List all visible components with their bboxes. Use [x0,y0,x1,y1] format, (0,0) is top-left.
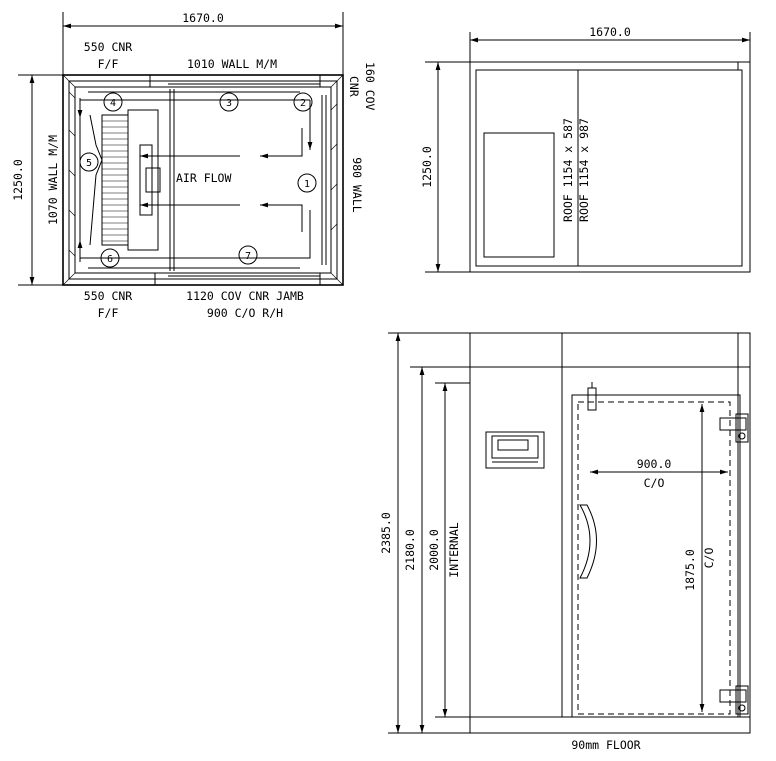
door-height-label: 1875.0 [683,549,697,591]
door-height-dimension: 1875.0 C/O [683,404,716,712]
evaporator-fan-motor [139,144,153,216]
plan-width-dimension: 1670.0 [62,11,344,75]
plan-view: 1670.0 550 CNR F/F 1010 WALL M/M 160 COV… [11,11,377,320]
door-width-label: 900.0 [637,457,672,471]
internal-height-label: 2000.0 [427,529,441,571]
elevation-outline [469,332,751,734]
roof-panel-b-label: ROOF 1154 x 987 [577,118,591,222]
door-height-co-label: C/O [702,548,716,569]
svg-text:5: 5 [86,158,92,169]
corner-hatching [62,74,344,286]
left-wall-label: 1070 WALL M/M [46,135,60,225]
roof-view: 1670.0 1250.0 ROOF 1154 x 587 ROOF 1154 … [420,25,751,273]
door-width-co-label: C/O [644,476,665,490]
evaporator-coil [101,114,129,246]
door-hinge-top [719,413,749,443]
internal-label: INTERNAL [447,522,461,577]
plan-depth-dimension: 1250.0 [11,74,70,286]
airflow-arrows [77,99,313,259]
marker-4: 4 [103,92,123,112]
evaporator-housing [127,109,159,251]
marker-5: 5 [79,152,99,172]
coil-fins [102,120,128,242]
roof-depth-dimension: 1250.0 [420,61,470,273]
overall-height-label: 2385.0 [379,512,393,554]
door-clear-opening [577,401,731,715]
corner-top-left-label: 550 CNR [84,40,133,54]
door-latch [587,382,597,411]
roof-depth-label: 1250.0 [420,146,434,188]
plan-depth-label: 1250.0 [11,159,25,201]
plan-width-label: 1670.0 [182,11,224,25]
roof-width-dimension: 1670.0 [469,25,751,62]
svg-text:7: 7 [245,251,251,262]
temperature-controller [485,431,545,469]
svg-text:6: 6 [107,254,113,265]
marker-6: 6 [100,248,120,268]
corner-top-right-sub: CNR [347,76,361,97]
plan-outer-wall [62,74,344,286]
marker-3: 3 [219,92,239,112]
corner-top-left-sub: F/F [98,57,119,71]
marker-2: 2 [293,92,313,112]
door-width-dimension: 900.0 C/O [590,457,728,490]
front-elevation: 2385.0 2180.0 2000.0 INTERNAL [379,332,751,752]
roof-panel-a-label: ROOF 1154 x 587 [561,118,575,222]
top-wall-label: 1010 WALL M/M [187,57,277,71]
door-handle [579,504,597,579]
overall-height-dimension: 2385.0 [379,332,470,734]
svg-text:3: 3 [226,98,232,109]
corner-bottom-left-sub: F/F [98,306,119,320]
marker-7: 7 [238,245,258,265]
bottom-jamb-label: 1120 COV CNR JAMB [186,289,304,303]
door-hinge-bottom [719,685,749,715]
roof-outline [469,61,751,273]
internal-height-dimension: 2000.0 INTERNAL [427,382,470,718]
svg-text:4: 4 [110,98,116,109]
airflow-label: AIR FLOW [176,171,231,185]
svg-text:2: 2 [300,98,306,109]
roof-hatch [483,132,555,258]
marker-1: 1 [297,173,317,193]
corner-top-right-label: 160 COV [363,62,377,111]
panel-height-label: 2180.0 [403,529,417,571]
panel-height-dimension: 2180.0 [403,366,470,733]
door-panel [571,394,741,718]
roof-width-label: 1670.0 [589,25,631,39]
svg-text:1: 1 [304,179,310,190]
corner-bottom-left-label: 550 CNR [84,289,133,303]
right-wall-label: 980 WALL [350,157,364,212]
floor-label: 90mm FLOOR [571,738,640,752]
door-opening-label: 900 C/O R/H [207,306,283,320]
